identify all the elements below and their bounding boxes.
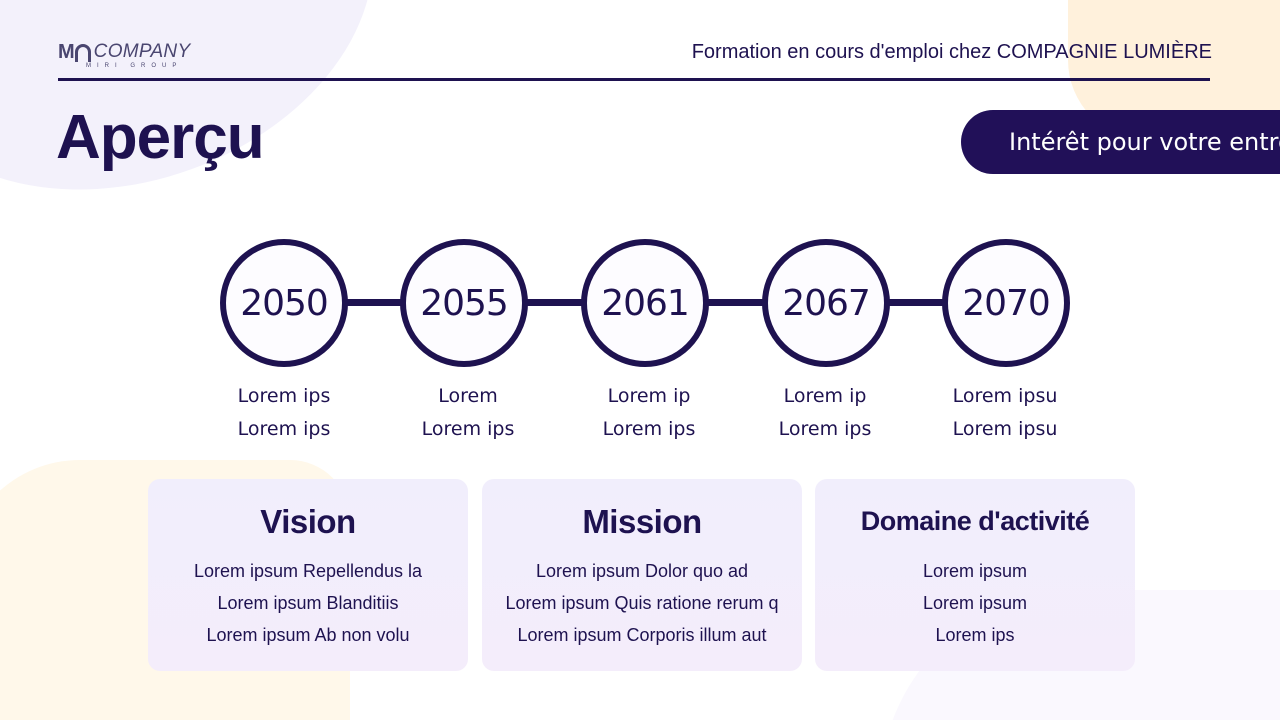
timeline-year: 2070 (962, 282, 1051, 324)
timeline-connector (706, 299, 768, 306)
card-vision: Vision Lorem ipsum Repellendus la Lorem … (148, 479, 468, 671)
card-title: Vision (260, 503, 356, 540)
card-domaine-activite: Domaine d'activité Lorem ipsum Lorem ips… (815, 479, 1135, 671)
timeline-connector (886, 299, 948, 306)
timeline-node-2050: 2050 (220, 239, 348, 367)
timeline-node-2067: 2067 (762, 239, 890, 367)
card-line: Lorem ipsum Repellendus la (193, 561, 423, 581)
timeline-label-line: Lorem ips (237, 418, 331, 440)
timeline: 2050 2055 2061 2067 2070 Lorem ips Lorem… (204, 239, 1085, 446)
timeline-label-line: Lorem ips (778, 418, 872, 440)
card-title: Domaine d'activité (860, 506, 1090, 536)
timeline-label-line: Lorem ipsu (952, 385, 1058, 407)
section-pill-label: Intérêt pour votre entre (1009, 128, 1280, 156)
card-line: Lorem ipsum Ab non volu (206, 625, 410, 645)
timeline-year: 2050 (240, 282, 329, 324)
card-mission: Mission Lorem ipsum Dolor quo ad Lorem i… (482, 479, 802, 671)
timeline-node-2070: 2070 (942, 239, 1070, 367)
section-pill: Intérêt pour votre entre (961, 110, 1280, 174)
timeline-label-line: Lorem ips (421, 418, 515, 440)
timeline-year: 2061 (601, 282, 690, 324)
company-logo: M COMPANY MIRI GROUP (58, 38, 191, 70)
card-line: Lorem ipsum (922, 561, 1028, 581)
card-line: Lorem ipsum (922, 593, 1028, 613)
timeline-label: Lorem ips Lorem ips (204, 380, 364, 446)
timeline-label: Lorem ip Lorem ips (745, 380, 905, 446)
timeline-node-2061: 2061 (581, 239, 709, 367)
timeline-label: Lorem ip Lorem ips (569, 380, 729, 446)
card-line: Lorem ipsum Corporis illum aut (517, 625, 767, 645)
timeline-label-line: Lorem ips (237, 385, 331, 407)
header-title: Formation en cours d'emploi chez COMPAGN… (691, 41, 1212, 63)
timeline-connector (346, 299, 406, 306)
timeline-label-line: Lorem ipsu (952, 418, 1058, 440)
timeline-label-line: Lorem (438, 385, 498, 407)
timeline-label-line: Lorem ip (607, 385, 691, 407)
card-title: Mission (582, 503, 702, 540)
card-line: Lorem ipsum Quis ratione rerum q (505, 593, 779, 613)
timeline-connector (526, 299, 586, 306)
logo-subtitle: MIRI GROUP (86, 63, 183, 69)
timeline-label-line: Lorem ip (783, 385, 867, 407)
logo-wordmark: COMPANY (93, 41, 191, 62)
logo-mark-icon: M (58, 42, 92, 62)
timeline-year: 2067 (782, 282, 871, 324)
timeline-year: 2055 (420, 282, 509, 324)
card-line: Lorem ips (935, 625, 1015, 645)
timeline-label: Lorem Lorem ips (388, 380, 548, 446)
timeline-label: Lorem ipsu Lorem ipsu (925, 380, 1085, 446)
timeline-node-2055: 2055 (400, 239, 528, 367)
page-title: Aperçu (56, 103, 265, 172)
timeline-label-line: Lorem ips (602, 418, 696, 440)
card-line: Lorem ipsum Blanditiis (217, 593, 399, 613)
header-divider (58, 78, 1210, 81)
card-line: Lorem ipsum Dolor quo ad (535, 561, 749, 581)
